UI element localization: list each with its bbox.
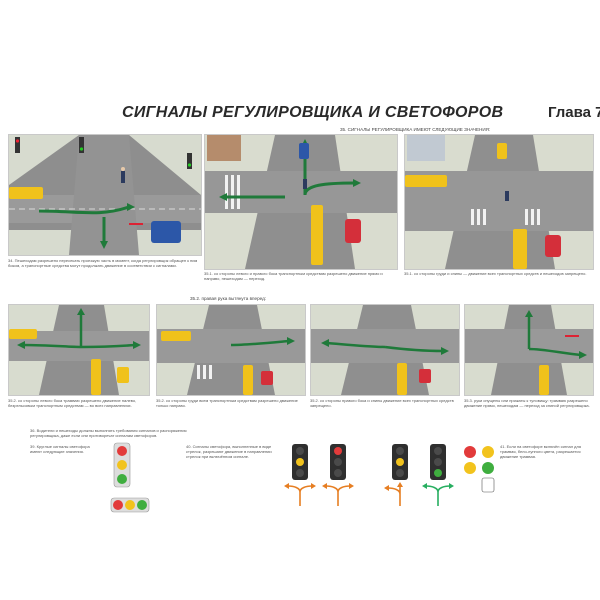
caption-7: 35.3. руки опущены или прижаты к туловищ…	[464, 398, 590, 408]
caption-10: 40. Сигналы светофора, выполненные в вид…	[186, 444, 272, 459]
scene-3	[404, 134, 594, 270]
caption-4: 35.2. со стороны левого бока трамваю раз…	[8, 398, 137, 408]
chapter-label: Глава 7	[548, 104, 600, 121]
signal-light-pair	[464, 446, 495, 493]
traffic-light-horizontal	[110, 497, 150, 513]
arrow-light-2	[322, 444, 354, 506]
caption-9: 39. Круглые сигналы светофора имеют след…	[30, 444, 90, 454]
scene-6	[310, 304, 460, 396]
caption-3: 35.1. со стороны груди и спины — движени…	[404, 271, 587, 276]
caption-8: 36. Водители и пешеходы должны выполнять…	[30, 428, 187, 438]
scene-4	[8, 304, 150, 396]
arrow-light-4	[422, 444, 454, 506]
caption-2: 35.1. со стороны левого и правого бока т…	[204, 271, 383, 281]
traffic-light-vertical	[113, 442, 131, 488]
caption-11: 41. Если на светофоре включён сигнал для…	[500, 444, 581, 459]
caption-1: 34. Пешеходам разрешено пересекать проез…	[8, 258, 198, 268]
caption-6: 35.2. со стороны правого бока и спины дв…	[310, 398, 454, 408]
arrow-light-3	[384, 444, 408, 506]
subhead-top: 35. СИГНАЛЫ РЕГУЛИРОВЩИКА ИМЕЮТ СЛЕДУЮЩИ…	[340, 127, 491, 132]
scene-7	[464, 304, 594, 396]
arrow-light-1	[284, 444, 316, 506]
subhead-middle: 35.2. правая рука вытянута вперед:	[190, 296, 267, 301]
scene-2	[204, 134, 398, 270]
page-title: СИГНАЛЫ РЕГУЛИРОВЩИКА И СВЕТОФОРОВ	[122, 104, 504, 121]
scene-1	[8, 134, 202, 256]
caption-5: 35.2. со стороны груди всем транспортным…	[156, 398, 298, 408]
scene-5	[156, 304, 306, 396]
